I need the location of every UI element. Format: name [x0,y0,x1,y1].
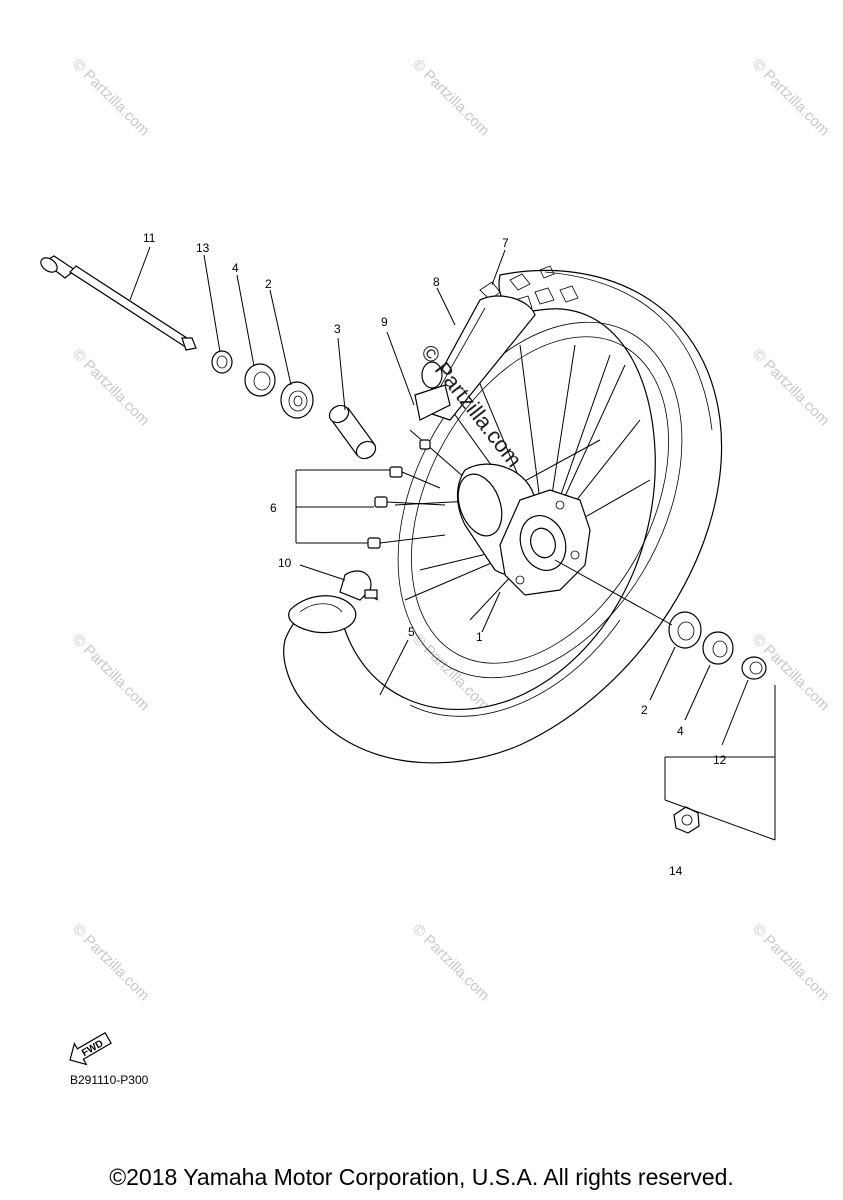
fwd-arrow-icon: FWD [69,1031,112,1066]
callout-14: 14 [669,864,683,878]
callout-12: 12 [713,753,727,767]
rim-lock [414,361,451,421]
callout-1: 1 [476,630,483,644]
oil-seal-left [244,363,276,397]
watermark: © Partzilla.com [749,921,832,1004]
watermark: © Partzilla.com [69,631,152,714]
callout-6: 6 [270,501,277,515]
watermark: © Partzilla.com [409,56,492,139]
callout-8: 8 [433,275,440,289]
fwd-label: FWD [80,1038,105,1059]
collar-12 [741,656,767,680]
callout-11: 11 [143,231,156,245]
callouts: 11 13 4 2 3 9 8 7 6 10 5 1 2 4 12 14 [143,231,727,878]
diagram-code: B291110-P300 [70,1073,149,1087]
watermark: © Partzilla.com [69,56,152,139]
spoke-nipples [367,439,446,549]
inner-tube-valve [288,570,379,634]
axle [40,255,197,351]
callout-2-right: 2 [641,703,648,717]
callout-4-right: 4 [677,724,684,738]
bearing-left [280,381,314,419]
axle-nut [673,806,700,834]
watermark: © Partzilla.com [69,346,152,429]
callout-7: 7 [502,236,509,250]
callout-4: 4 [232,261,239,275]
copyright-notice: ©2018 Yamaha Motor Corporation, U.S.A. A… [109,1164,734,1190]
oil-seal-right [702,631,734,665]
watermark: © Partzilla.com [409,921,492,1004]
watermark: © Partzilla.com [69,921,152,1004]
callout-3: 3 [334,322,341,336]
bearing-right [668,611,702,649]
watermark-group: © Partzilla.com © Partzilla.com © Partzi… [69,56,832,1004]
collar-13 [211,350,233,374]
callout-5: 5 [408,625,415,639]
callout-10: 10 [278,556,292,570]
callout-2: 2 [265,277,272,291]
hub [456,463,591,596]
spacer [328,404,377,460]
leader-lines [129,246,776,841]
watermark: © Partzilla.com [749,56,832,139]
callout-9: 9 [381,315,388,329]
watermark: © Partzilla.com [749,346,832,429]
callout-13: 13 [196,241,210,255]
